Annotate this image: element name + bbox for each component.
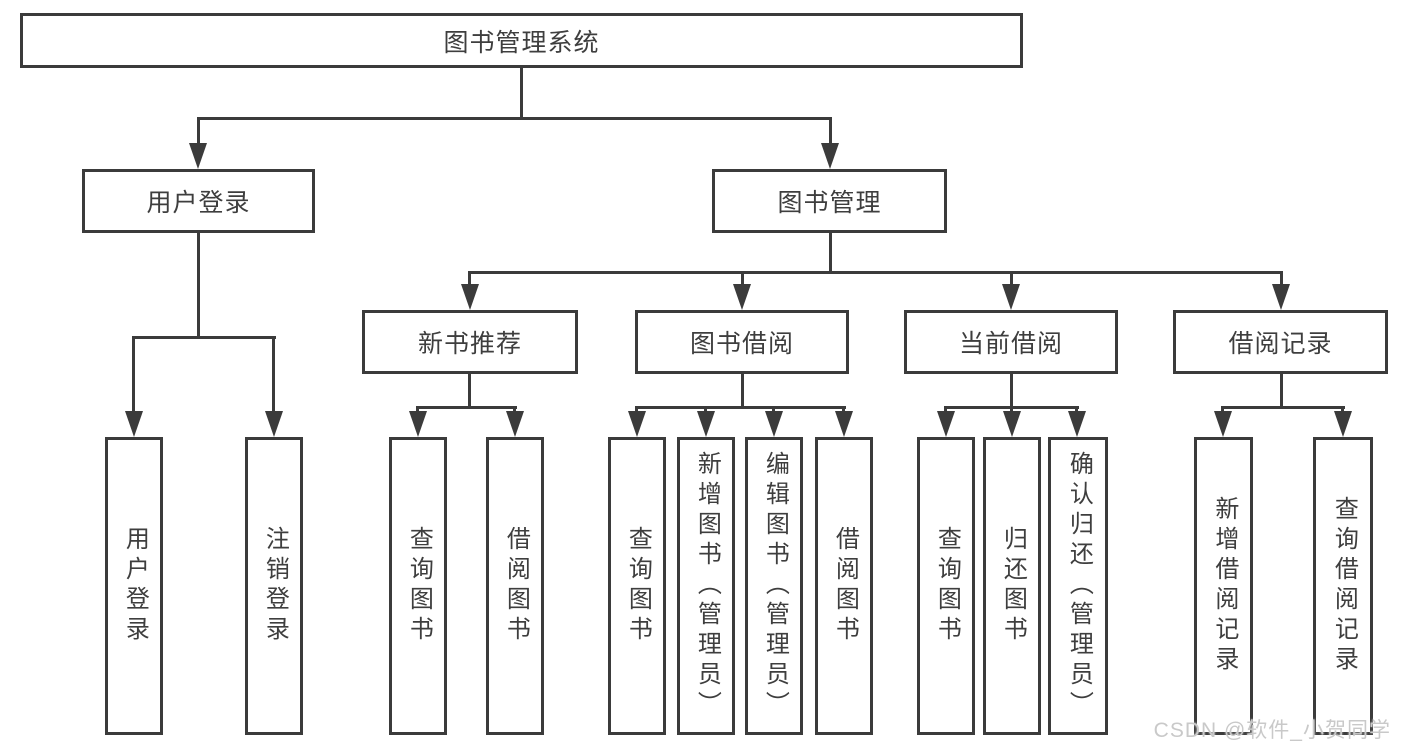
leaf-label: 编辑图书（管理员） [761,451,789,721]
node-library-management-system: 图书管理系统 [20,13,1023,68]
node-current-borrowing: 当前借阅 [904,310,1118,374]
connector-line [520,68,523,120]
node-book-management: 图书管理 [712,169,947,233]
connector-line [1280,271,1283,287]
node-label: 用户登录 [146,189,251,217]
leaf-borrowing-query-books: 查询图书 [608,437,666,735]
arrow-down-icon [461,284,479,310]
leaf-label: 查询图书 [624,526,652,646]
connector-line [1010,374,1013,409]
arrow-down-icon [1272,284,1290,310]
arrow-down-icon [265,411,283,437]
connector-line [1221,406,1224,415]
leaf-records-add-borrow-record: 新增借阅记录 [1194,437,1253,735]
leaf-label: 查询图书 [405,526,433,646]
leaf-label: 查询图书 [933,526,961,646]
leaf-current-return-books: 归还图书 [983,437,1041,735]
leaf-label: 确认归还（管理员） [1065,451,1093,721]
node-label: 新书推荐 [417,330,522,358]
leaf-label: 借阅图书 [502,526,530,646]
node-new-book-recommendation: 新书推荐 [362,310,578,374]
connector-line [468,374,471,409]
connector-line [842,406,845,415]
leaf-newbook-borrow-books: 借阅图书 [486,437,544,735]
leaf-label: 用户登录 [121,526,149,646]
connector-line [1280,374,1283,409]
arrow-down-icon [765,411,783,437]
connector-line [468,271,471,287]
arrow-down-icon [937,411,955,437]
node-borrowing-records: 借阅记录 [1173,310,1388,374]
node-label: 图书管理系统 [443,28,600,57]
leaf-current-query-books: 查询图书 [917,437,975,735]
node-book-borrowing: 图书借阅 [635,310,849,374]
arrow-down-icon [821,143,839,169]
connector-line [1221,406,1345,409]
arrow-down-icon [697,411,715,437]
connector-line [272,336,275,415]
connector-line [197,117,200,147]
node-label: 图书借阅 [689,330,794,358]
connector-line [1010,271,1013,287]
leaf-borrowing-add-books-admin: 新增图书（管理员） [677,437,735,735]
arrow-down-icon [835,411,853,437]
leaf-current-confirm-return-admin: 确认归还（管理员） [1048,437,1108,735]
leaf-label: 归还图书 [999,526,1027,646]
connector-line [1341,406,1344,415]
leaf-newbook-query-books: 查询图书 [389,437,447,735]
node-label: 借阅记录 [1228,330,1333,358]
node-user-login: 用户登录 [82,169,315,233]
connector-line [1010,406,1013,415]
connector-line [132,336,276,339]
node-label: 图书管理 [777,189,882,217]
connector-line [468,271,1283,274]
connector-line [944,406,947,415]
arrow-down-icon [1068,411,1086,437]
connector-line [635,406,846,409]
connector-line [829,233,832,274]
arrow-down-icon [409,411,427,437]
arrow-down-icon [1002,284,1020,310]
leaf-label: 注销登录 [261,526,289,646]
connector-line [741,374,744,409]
arrow-down-icon [125,411,143,437]
connector-line [197,233,200,339]
connector-line [829,117,832,147]
connector-line [513,406,516,415]
leaf-label: 查询借阅记录 [1330,496,1358,676]
leaf-borrowing-edit-books-admin: 编辑图书（管理员） [745,437,803,735]
arrow-down-icon [1214,411,1232,437]
leaf-records-query-borrow-record: 查询借阅记录 [1313,437,1373,735]
leaf-label: 新增图书（管理员） [693,451,721,721]
leaf-user-login: 用户登录 [105,437,163,735]
node-label: 当前借阅 [958,330,1063,358]
leaf-label: 借阅图书 [831,526,859,646]
connector-line [132,336,135,415]
arrow-down-icon [628,411,646,437]
arrow-down-icon [189,143,207,169]
connector-line [197,117,832,120]
arrow-down-icon [1334,411,1352,437]
arrow-down-icon [506,411,524,437]
connector-line [772,406,775,415]
connector-line [1075,406,1078,415]
arrow-down-icon [733,284,751,310]
connector-line [741,271,744,287]
connector-line [416,406,419,415]
leaf-label: 新增借阅记录 [1210,496,1238,676]
watermark: CSDN @软件_小贺同学 [1153,719,1391,742]
arrow-down-icon [1003,411,1021,437]
leaf-borrowing-borrow-books: 借阅图书 [815,437,873,735]
leaf-logout: 注销登录 [245,437,303,735]
connector-line [635,406,638,415]
connector-line [704,406,707,415]
connector-line [416,406,517,409]
